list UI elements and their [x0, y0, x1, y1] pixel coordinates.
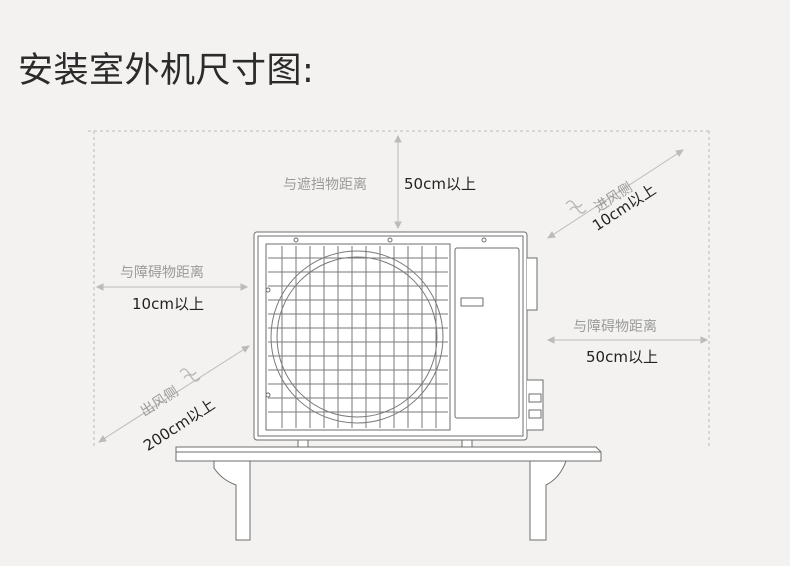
right-clearance-label: 与障碍物距离: [573, 319, 657, 335]
fan-grille: [268, 246, 448, 428]
top-clearance-arrow: [394, 134, 402, 230]
outlet-clearance-arrow: [97, 345, 251, 443]
mounting-shelf: [175, 446, 602, 541]
boundary-lines: [88, 130, 712, 448]
left-clearance-arrow: [95, 283, 249, 291]
page-title: 安装室外机尺寸图:: [18, 51, 315, 91]
outdoor-unit: [253, 231, 544, 448]
top-clearance-value: 50cm以上: [404, 175, 476, 193]
left-clearance-value: 10cm以上: [132, 295, 204, 313]
intake-clearance-arrow: [546, 149, 685, 239]
right-clearance-arrow: [546, 336, 709, 344]
left-clearance-label: 与障碍物距离: [120, 265, 204, 281]
right-clearance-value: 50cm以上: [586, 348, 658, 366]
top-clearance-label: 与遮挡物距离: [283, 177, 367, 193]
airflow-wave-icon: [179, 200, 587, 382]
